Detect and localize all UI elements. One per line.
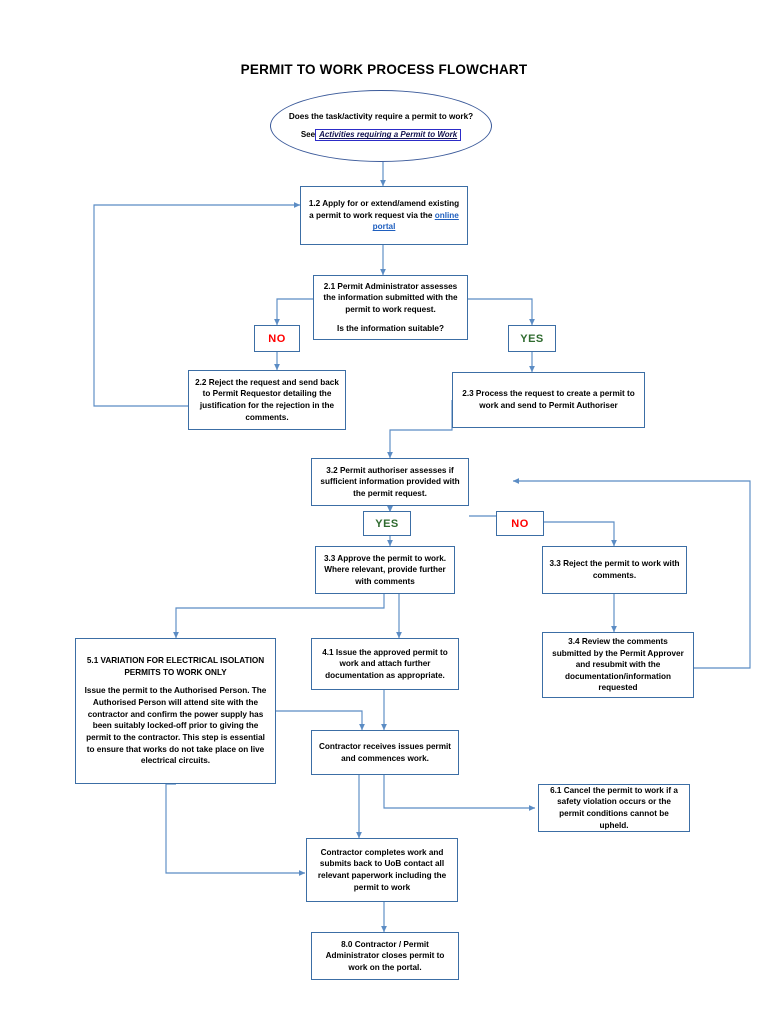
- node-start-decision: Does the task/activity require a permit …: [270, 90, 492, 162]
- online-portal-link[interactable]: online portal: [372, 210, 459, 232]
- contractor-receives-text: Contractor receives issues permit and co…: [319, 741, 451, 763]
- start-question: Does the task/activity require a permit …: [288, 111, 474, 121]
- close-8-0-text: 8.0 Contractor / Permit Administrator cl…: [325, 939, 445, 972]
- node-3-3-reject: 3.3 Reject the permit to work with comme…: [542, 546, 687, 594]
- issue-4-1-text: 4.1 Issue the approved permit to work an…: [322, 647, 448, 680]
- activities-link[interactable]: Activities requiring a Permit to Work: [315, 129, 462, 142]
- node-1-2-apply: 1.2 Apply for or extend/amend existing a…: [300, 186, 468, 245]
- node-contractor-completes: Contractor completes work and submits ba…: [306, 838, 458, 902]
- apply-text-body: 1.2 Apply for or extend/amend existing a…: [308, 199, 460, 220]
- node-3-2-authoriser: 3.2 Permit authoriser assesses if suffic…: [311, 458, 469, 506]
- cancel-6-1-text: 6.1 Cancel the permit to work if a safet…: [550, 785, 678, 830]
- assess-text: 2.1 Permit Administrator assesses the in…: [323, 281, 458, 314]
- node-6-1-cancel: 6.1 Cancel the permit to work if a safet…: [538, 784, 690, 832]
- assess-question: Is the information suitable?: [337, 323, 444, 333]
- node-5-1-variation: 5.1 VARIATION FOR ELECTRICAL ISOLATION P…: [75, 638, 276, 784]
- label-no-2-1: NO: [254, 325, 300, 352]
- node-2-2-reject: 2.2 Reject the request and send back to …: [188, 370, 346, 430]
- label-yes-2-1: YES: [508, 325, 556, 352]
- label-no-3-2: NO: [496, 511, 544, 536]
- process-2-3-text: 2.3 Process the request to create a perm…: [462, 389, 635, 410]
- variation-body: Issue the permit to the Authorised Perso…: [84, 686, 267, 766]
- authoriser-3-2-text: 3.2 Permit authoriser assesses if suffic…: [320, 465, 460, 498]
- node-2-3-process: 2.3 Process the request to create a perm…: [452, 372, 645, 428]
- node-2-1-assess: 2.1 Permit Administrator assesses the in…: [313, 275, 468, 340]
- node-4-1-issue: 4.1 Issue the approved permit to work an…: [311, 638, 459, 690]
- node-contractor-receives: Contractor receives issues permit and co…: [311, 730, 459, 775]
- reject-3-3-text: 3.3 Reject the permit to work with comme…: [549, 559, 680, 580]
- see-prefix: See: [300, 130, 316, 140]
- contractor-completes-text: Contractor completes work and submits ba…: [317, 847, 447, 892]
- node-3-3-approve: 3.3 Approve the permit to work. Where re…: [315, 546, 455, 594]
- node-8-0-close: 8.0 Contractor / Permit Administrator cl…: [311, 932, 459, 980]
- review-3-4-text: 3.4 Review the comments submitted by the…: [552, 636, 684, 693]
- node-3-4-review: 3.4 Review the comments submitted by the…: [542, 632, 694, 698]
- reject-2-2-text: 2.2 Reject the request and send back to …: [195, 377, 339, 422]
- label-yes-3-2: YES: [363, 511, 411, 536]
- apply-text: 1.2 Apply for or extend/amend existing a…: [307, 198, 461, 233]
- approve-3-3-text: 3.3 Approve the permit to work. Where re…: [323, 553, 447, 586]
- page-title: PERMIT TO WORK PROCESS FLOWCHART: [240, 62, 528, 77]
- variation-heading: 5.1 VARIATION FOR ELECTRICAL ISOLATION P…: [86, 656, 265, 677]
